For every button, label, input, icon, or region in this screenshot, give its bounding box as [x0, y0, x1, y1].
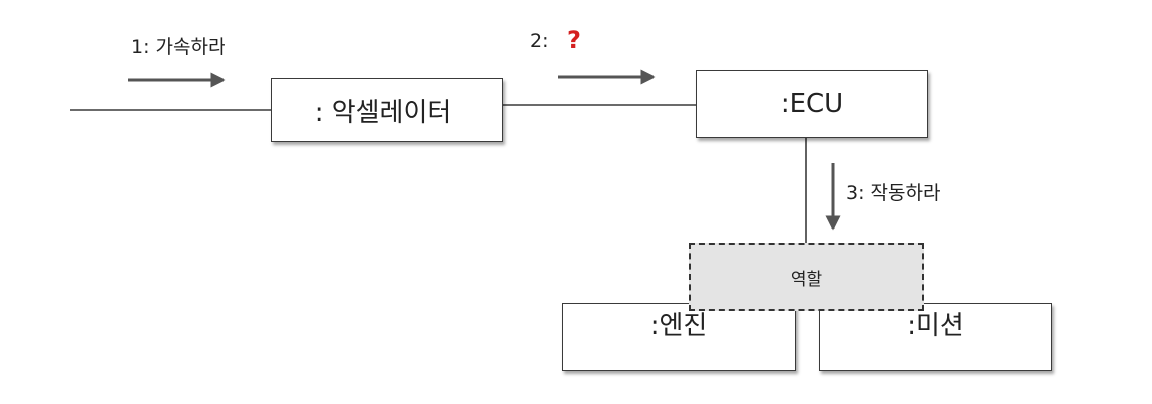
message-3-label: 3: 작동하라 — [846, 182, 941, 204]
engine-object-label: :엔진 — [650, 310, 708, 341]
mission-object-label: :미션 — [907, 310, 964, 341]
message-1-label: 1: 가속하라 — [131, 36, 226, 58]
ecu-object-box: :ECU — [696, 70, 928, 138]
accelerator-object-label: : 악셀레이터 — [314, 97, 452, 128]
ecu-object-label: :ECU — [780, 89, 844, 119]
message-2-unknown-mark: ? — [567, 26, 581, 54]
accelerator-object-box: : 악셀레이터 — [271, 78, 503, 142]
role-interface-box: 역할 — [689, 243, 924, 311]
message-2-label: 2: — [530, 30, 549, 52]
engine-object-box: :엔진 — [562, 303, 796, 371]
mission-object-box: :미션 — [819, 303, 1052, 371]
role-label: 역할 — [790, 269, 823, 290]
